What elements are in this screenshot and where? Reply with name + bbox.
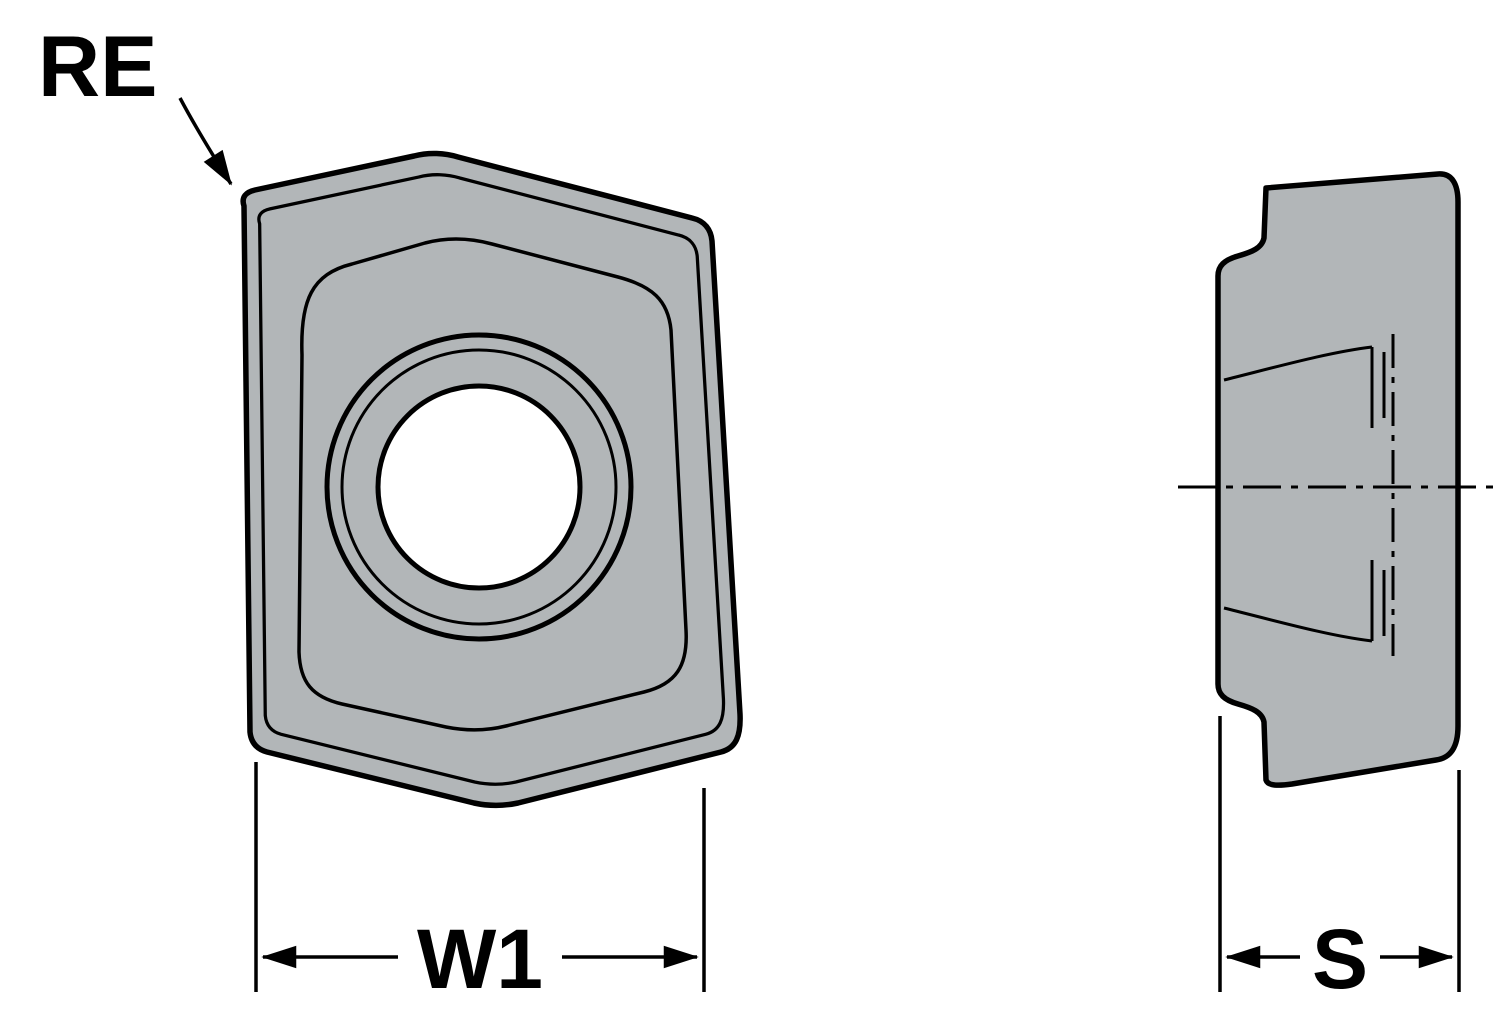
- front-view: [240, 150, 743, 808]
- boss-outer-circle: [324, 332, 634, 642]
- s-dimension: S: [1218, 716, 1461, 1006]
- s-label: S: [1312, 912, 1368, 1006]
- re-arrow: [178, 97, 233, 186]
- center-hole: [375, 383, 583, 591]
- re-label: RE: [38, 19, 157, 115]
- side-groove-top-line: [1223, 345, 1373, 382]
- front-view-face-contour: [297, 237, 688, 732]
- w1-label: W1: [417, 912, 543, 1006]
- side-view: [1178, 171, 1494, 788]
- side-view-outline: [1215, 171, 1461, 788]
- boss-inner-ring: [340, 348, 618, 626]
- front-view-edge-contour: [257, 173, 726, 786]
- side-groove-bottom-line: [1223, 606, 1373, 643]
- w1-dimension: W1: [254, 762, 706, 1006]
- re-callout: RE: [38, 19, 233, 186]
